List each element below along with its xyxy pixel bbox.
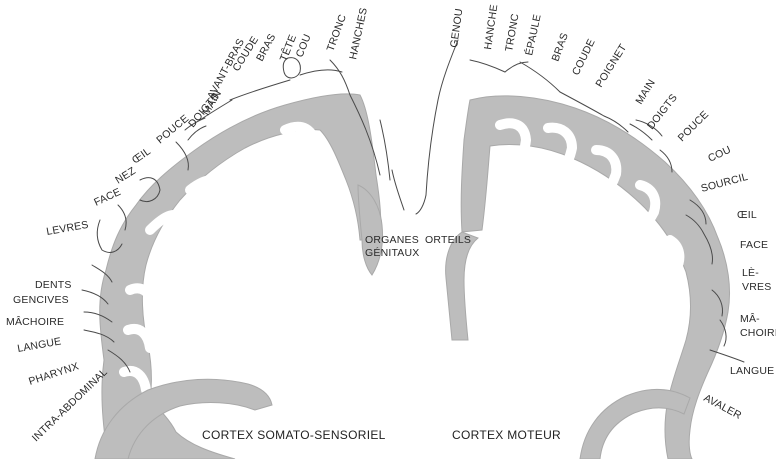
label-avaler: AVALER: [702, 392, 744, 422]
sensory-cortex-shape: [95, 94, 383, 459]
label-oeil-m: ŒIL: [737, 209, 757, 221]
label-dents: DENTS: [35, 279, 72, 291]
label-orteils: ORTEILS: [425, 234, 471, 246]
label-nez: NEZ: [113, 165, 138, 187]
label-machoires-2: CHOIRES: [740, 327, 776, 339]
sensory-labels: HANCHES TRONC COU TÊTE BRAS COUDE AVANT-…: [6, 7, 420, 445]
label-doigts-m: DOIGTS: [645, 92, 680, 132]
label-cou-m: COU: [706, 144, 733, 165]
motor-cortex-shape: [446, 96, 730, 459]
label-bras: BRAS: [254, 32, 278, 64]
label-langue-m: LANGUE: [730, 365, 774, 377]
label-bras-m: BRAS: [550, 31, 571, 63]
label-gencives: GENCIVES: [13, 294, 69, 306]
label-levres-1: LÈ-: [742, 266, 759, 279]
label-hanches: HANCHES: [347, 7, 370, 61]
label-tronc-m: TRONC: [503, 12, 522, 52]
label-levres: LEVRES: [45, 219, 89, 238]
label-pharynx: PHARYNX: [27, 360, 80, 387]
label-doigts: DOIGTS: [186, 90, 222, 129]
label-pouce-m: POUCE: [676, 109, 712, 145]
label-cou: COU: [294, 32, 314, 59]
label-langue: LANGUE: [16, 335, 62, 355]
label-oeil: ŒIL: [130, 145, 153, 166]
sensory-cortex-title: CORTEX SOMATO-SENSORIEL: [202, 428, 386, 442]
label-coude-m: COUDE: [570, 37, 598, 77]
label-machoires-1: MÂ-: [740, 312, 760, 325]
label-organes: ORGANES: [365, 234, 419, 246]
label-poignet: POIGNET: [593, 42, 629, 90]
label-epaule: ÉPAULE: [522, 13, 543, 57]
label-main-m: MAIN: [633, 77, 658, 106]
motor-cortex-title: CORTEX MOTEUR: [452, 428, 561, 442]
label-genou: GENOU: [448, 8, 465, 49]
label-levres-2: VRES: [742, 281, 771, 293]
label-sourcil: SOURCIL: [700, 171, 750, 195]
label-face-m: FACE: [740, 239, 768, 251]
label-machoire: MÂCHOIRE: [6, 315, 64, 328]
label-genitaux: GÉNITAUX: [365, 246, 420, 259]
label-hanche: HANCHE: [482, 4, 500, 51]
label-tronc: TRONC: [325, 13, 349, 53]
